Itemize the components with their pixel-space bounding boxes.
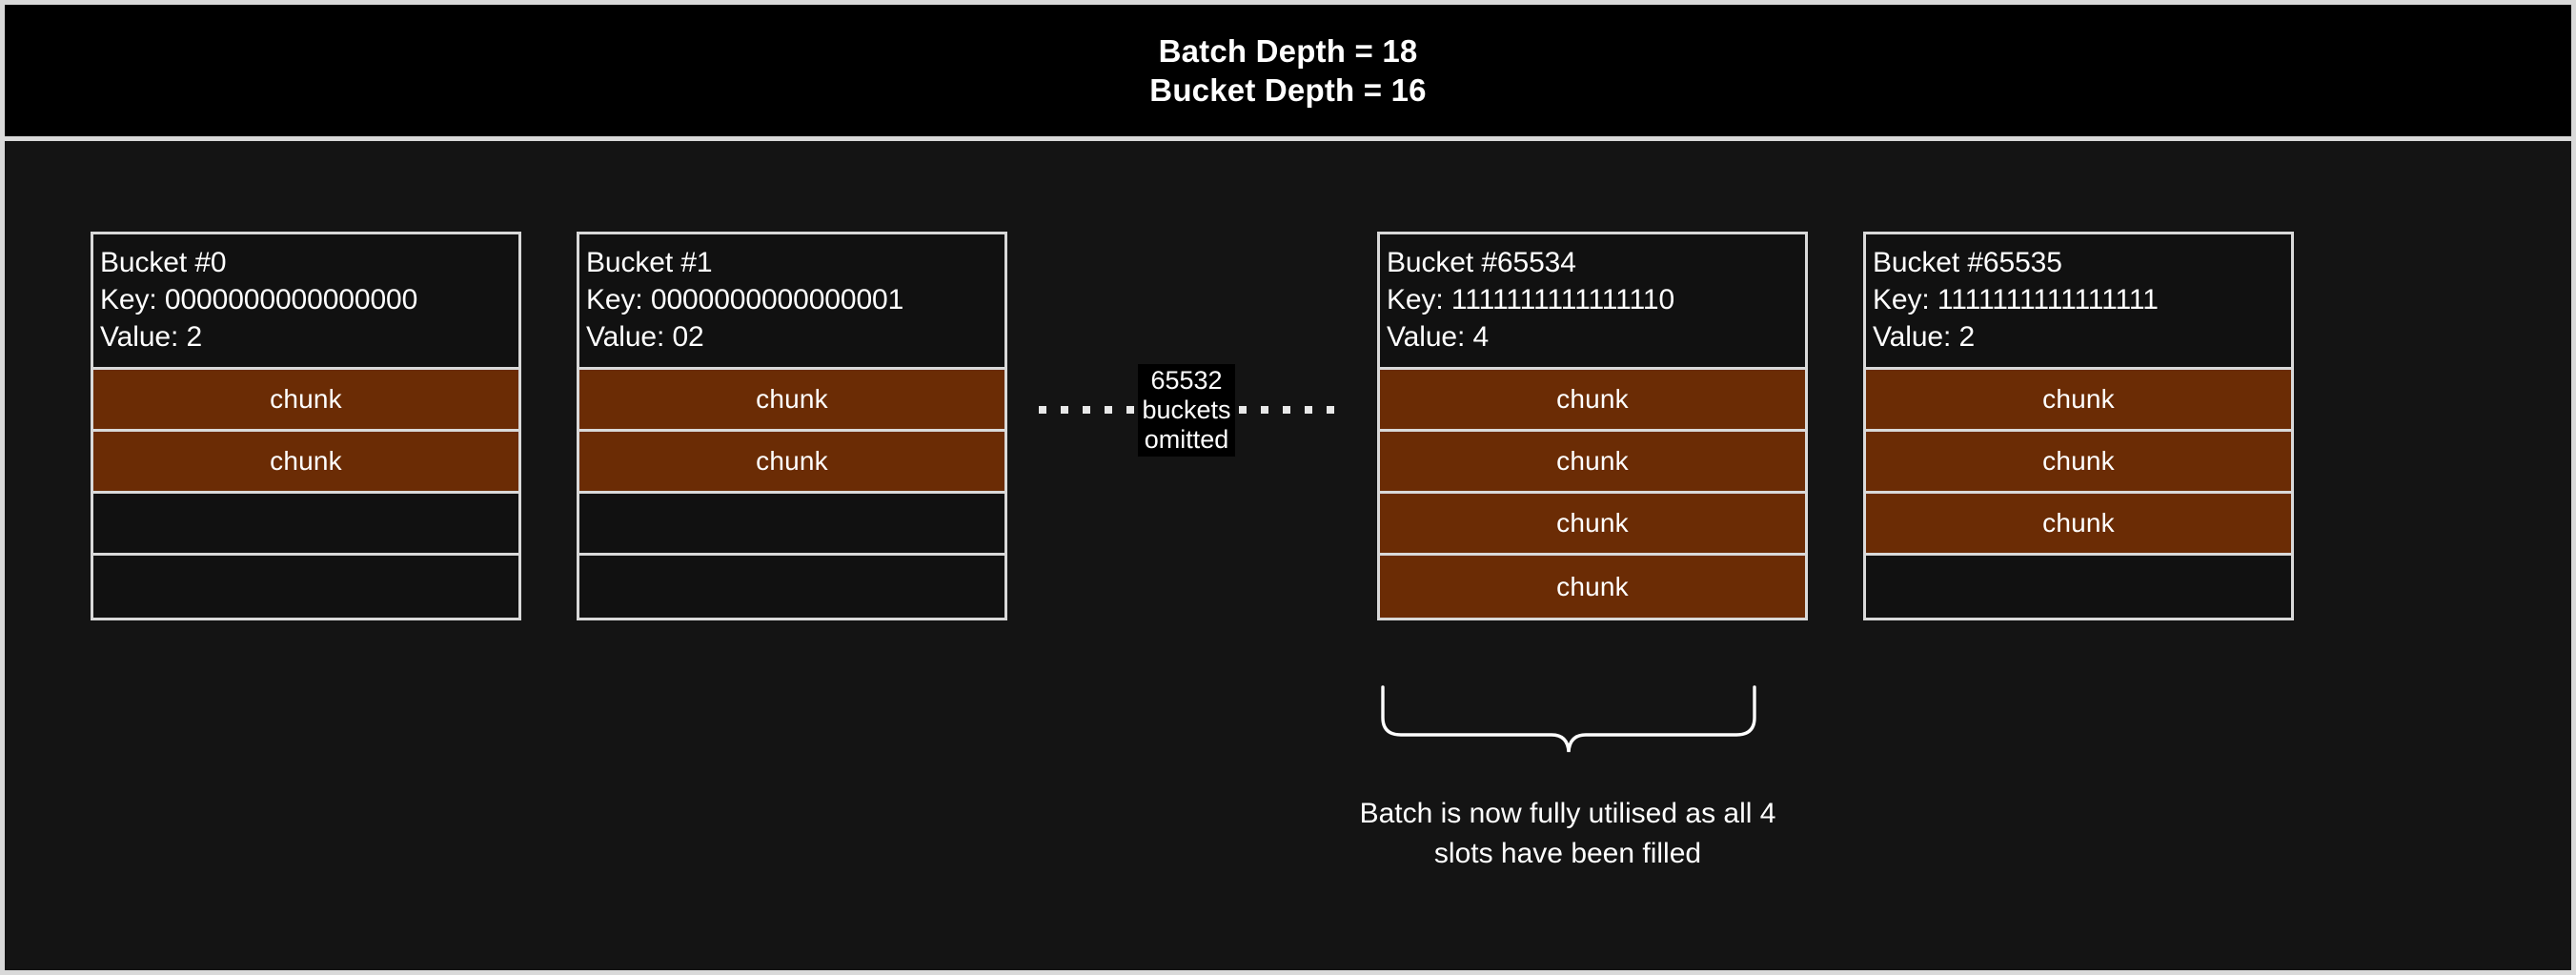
chunk-label: chunk [2042, 446, 2115, 476]
curly-brace-icon [1381, 685, 1756, 753]
bucket-title: Bucket #0 [100, 247, 227, 278]
batch-utilisation-caption: Batch is now fully utilised as all 4 slo… [1359, 798, 1776, 869]
bucket-slots: chunk chunk chunk [1866, 370, 2291, 618]
bucket-value: Value: 4 [1387, 321, 1490, 353]
chunk-slot-filled[interactable]: chunk [1866, 370, 2291, 432]
dot [1238, 406, 1247, 414]
chunk-label: chunk [270, 384, 342, 414]
omitted-buckets-separator: 65532 buckets omitted [1034, 357, 1339, 462]
bucket-value: Value: 02 [586, 321, 704, 353]
bucket-slots: chunk chunk [579, 370, 1004, 618]
dotted-line-left [1039, 406, 1135, 414]
bucket-slots: chunk chunk [93, 370, 518, 618]
dot [1061, 406, 1069, 414]
bucket-key: Key: 1111111111111110 [1387, 284, 1675, 315]
dot [1304, 406, 1312, 414]
header-band: Batch Depth = 18 Bucket Depth = 16 [5, 5, 2571, 141]
bucket-key: Key: 0000000000000001 [586, 284, 904, 315]
chunk-slot-empty[interactable] [579, 556, 1004, 618]
bucket-title: Bucket #1 [586, 247, 713, 278]
dot [1282, 406, 1290, 414]
chunk-slot-filled[interactable]: chunk [93, 370, 518, 432]
bucket-slots: chunk chunk chunk chunk [1380, 370, 1805, 618]
chunk-slot-filled[interactable]: chunk [1866, 432, 2291, 494]
bucket-value: Value: 2 [1873, 321, 1976, 353]
dot [1260, 406, 1268, 414]
bucket-key: Key: 1111111111111111 [1873, 284, 2159, 315]
chunk-slot-filled[interactable]: chunk [1866, 494, 2291, 556]
chunk-slot-filled[interactable]: chunk [93, 432, 518, 494]
bucket-value: Value: 2 [100, 321, 203, 353]
batch-depth-label: Batch Depth = 18 [1158, 33, 1418, 69]
chunk-slot-empty[interactable] [579, 494, 1004, 556]
brace-annotation [1380, 685, 1757, 754]
chunk-slot-empty[interactable] [93, 556, 518, 618]
dot [1039, 406, 1047, 414]
chunk-label: chunk [1556, 508, 1629, 538]
dot [1083, 406, 1091, 414]
omitted-line-2: buckets [1142, 395, 1231, 424]
chunk-label: chunk [1556, 384, 1629, 414]
dot [1326, 406, 1334, 414]
chunk-label: chunk [2042, 384, 2115, 414]
chunk-label: chunk [270, 446, 342, 476]
chunk-label: chunk [1556, 571, 1629, 601]
dot [1105, 406, 1113, 414]
omitted-buckets-label: 65532 buckets omitted [1138, 363, 1235, 457]
bucket-title: Bucket #65535 [1873, 247, 2062, 278]
chunk-slot-filled[interactable]: chunk [579, 432, 1004, 494]
chunk-slot-filled[interactable]: chunk [1380, 370, 1805, 432]
chunk-slot-filled[interactable]: chunk [1380, 432, 1805, 494]
chunk-label: chunk [756, 446, 828, 476]
dot [1126, 406, 1135, 414]
chunk-slot-empty[interactable] [93, 494, 518, 556]
bucket-key: Key: 0000000000000000 [100, 284, 418, 315]
chunk-slot-filled[interactable]: chunk [1380, 494, 1805, 556]
chunk-slot-empty[interactable] [1866, 556, 2291, 618]
chunk-slot-filled[interactable]: chunk [579, 370, 1004, 432]
omitted-line-1: 65532 [1150, 365, 1223, 395]
bucket-depth-label: Bucket Depth = 16 [1149, 72, 1427, 108]
omitted-line-3: omitted [1144, 424, 1229, 454]
chunk-label: chunk [756, 384, 828, 414]
chunk-label: chunk [1556, 446, 1629, 476]
chunk-slot-filled[interactable]: chunk [1380, 556, 1805, 618]
chunk-label: chunk [2042, 508, 2115, 538]
dotted-line-right [1238, 406, 1334, 414]
bucket-title: Bucket #65534 [1387, 247, 1576, 278]
